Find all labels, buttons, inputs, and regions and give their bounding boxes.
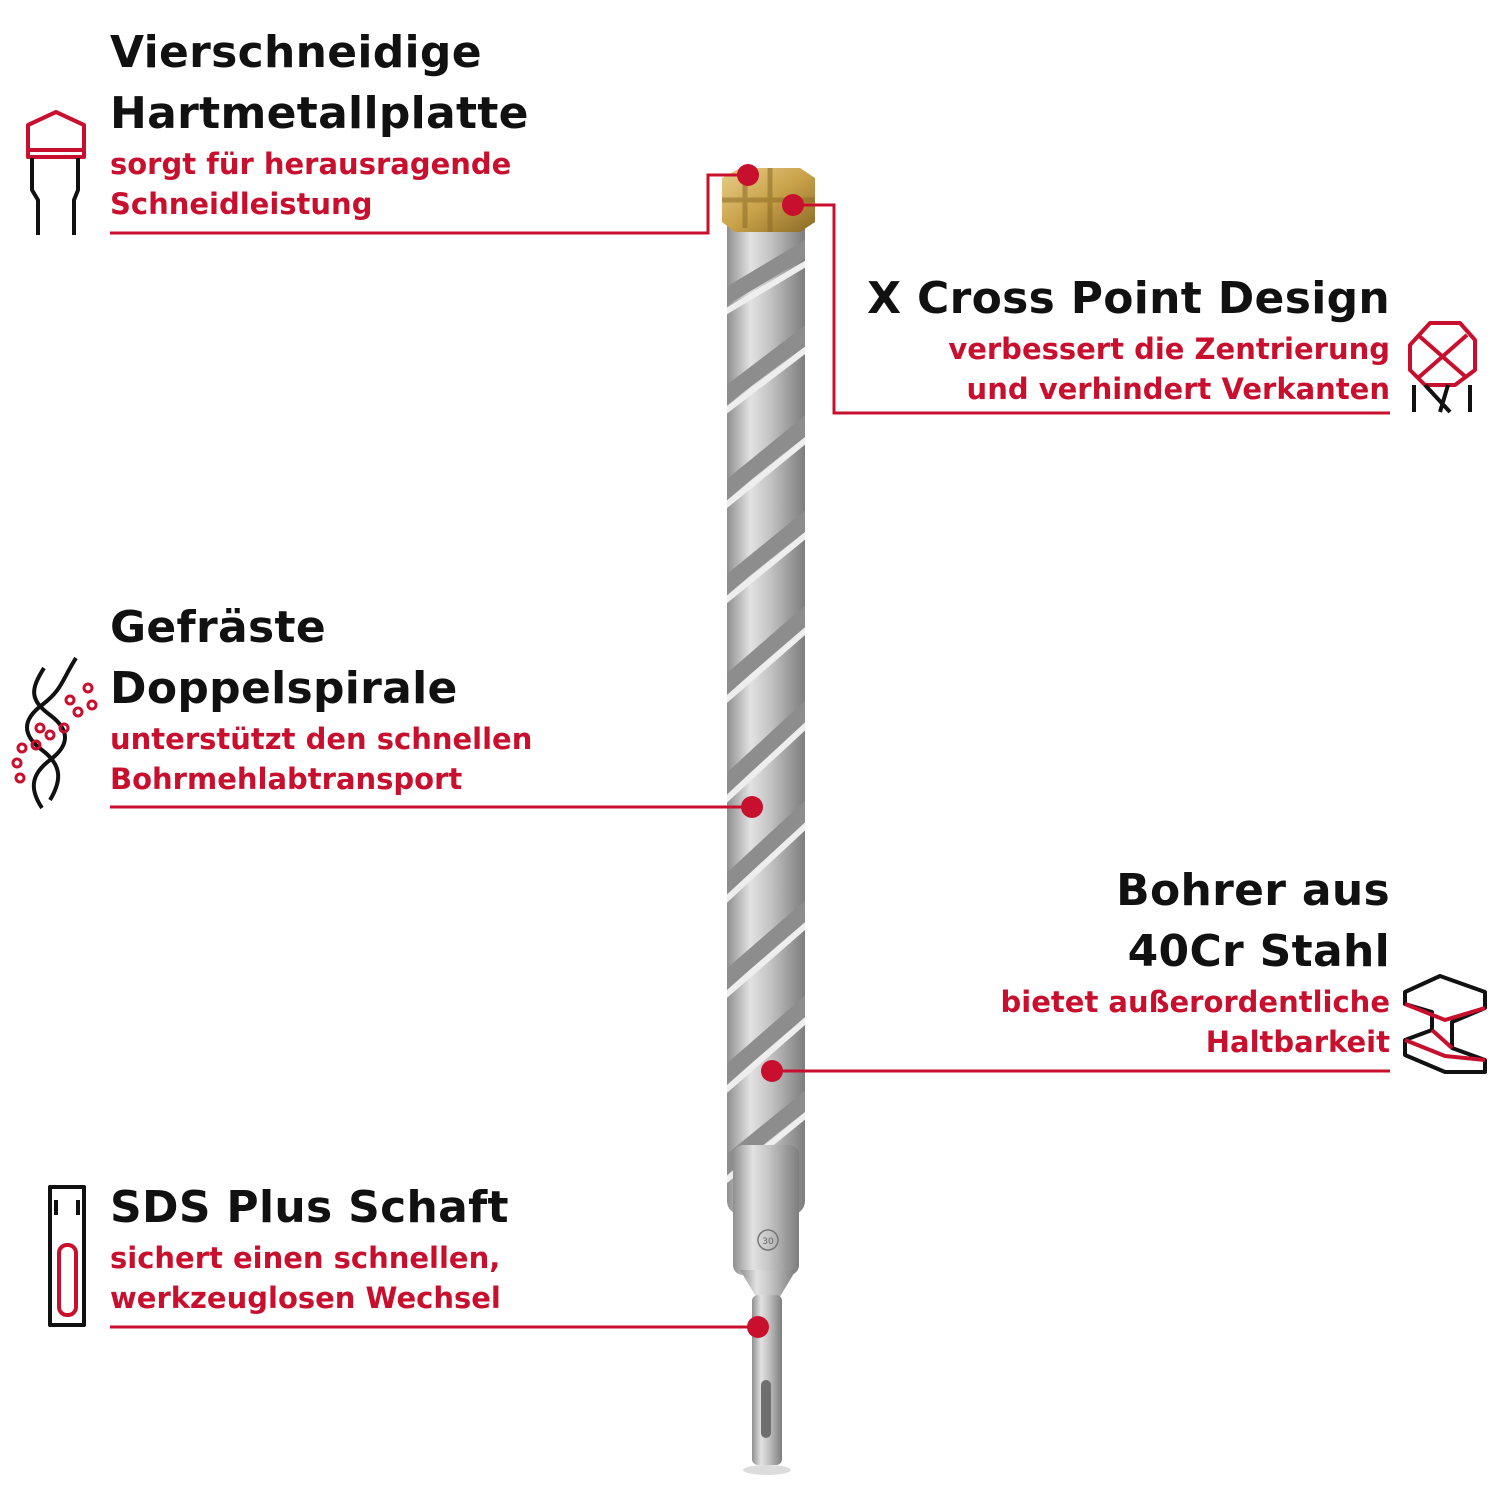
feature-title-line: Doppelspirale	[110, 663, 458, 714]
dot-cross-point	[782, 194, 804, 216]
drill-neck	[733, 1145, 799, 1275]
feature-subtitle: bietet außerordentliche Haltbarkeit	[1001, 982, 1390, 1062]
feature-double-spiral: Gefräste Doppelspirale unterstützt den s…	[110, 597, 532, 799]
double-spiral-icon	[11, 656, 98, 810]
feature-subtitle-line: werkzeuglosen Wechsel	[110, 1281, 501, 1315]
leader-dots	[737, 164, 804, 1338]
feature-subtitle-line: sorgt für herausragende	[110, 147, 512, 181]
feature-subtitle: verbessert die Zentrierung und verhinder…	[867, 329, 1390, 409]
leader-lines	[110, 173, 1390, 1329]
feature-subtitle-line: Schneidleistung	[110, 187, 373, 221]
feature-subtitle-line: sichert einen schnellen,	[110, 1241, 501, 1275]
feature-subtitle-line: Haltbarkeit	[1205, 1025, 1390, 1059]
drill-shadow	[743, 1465, 791, 1475]
leader-line-carbide	[110, 173, 748, 235]
dot-shank	[747, 1316, 769, 1338]
feature-subtitle-line: und verhindert Verkanten	[966, 372, 1390, 406]
leader-line-cross-point	[793, 203, 1390, 415]
drill-bit: 30	[722, 168, 815, 1475]
feature-title-line: Vierschneidige	[110, 27, 482, 78]
feature-title-line: X Cross Point Design	[867, 273, 1390, 324]
feature-title: Bohrer aus 40Cr Stahl	[1001, 860, 1390, 982]
dot-spiral	[741, 796, 763, 818]
feature-cross-point: X Cross Point Design verbessert die Zent…	[867, 268, 1390, 409]
feature-subtitle: unterstützt den schnellen Bohrmehlabtran…	[110, 719, 532, 799]
feature-carbide-plate: Vierschneidige Hartmetallplatte sorgt fü…	[110, 22, 529, 224]
feature-title: SDS Plus Schaft	[110, 1177, 509, 1238]
feature-title: X Cross Point Design	[867, 268, 1390, 329]
feature-subtitle-line: Bohrmehlabtransport	[110, 762, 463, 796]
dot-carbide	[737, 164, 759, 186]
feature-subtitle-line: bietet außerordentliche	[1000, 985, 1390, 1019]
feature-title-line: Hartmetallplatte	[110, 88, 529, 139]
shank-slot	[761, 1380, 771, 1438]
feature-title-line: SDS Plus Schaft	[110, 1182, 509, 1233]
drill-flutes	[727, 238, 805, 1188]
feature-subtitle-line: verbessert die Zentrierung	[948, 332, 1390, 366]
feature-sds-plus-shank: SDS Plus Schaft sichert einen schnellen,…	[110, 1177, 509, 1318]
feature-subtitle-line: unterstützt den schnellen	[110, 722, 533, 756]
steel-beam-icon	[1403, 974, 1487, 1074]
drill-taper	[740, 1270, 796, 1300]
feature-title-line: 40Cr Stahl	[1127, 926, 1390, 977]
feature-subtitle: sorgt für herausragende Schneidleistung	[110, 144, 529, 224]
feature-title-line: Bohrer aus	[1116, 865, 1390, 916]
size-marking-ring	[757, 1229, 779, 1251]
feature-title-line: Gefräste	[110, 602, 326, 653]
feature-40cr-steel: Bohrer aus 40Cr Stahl bietet außerordent…	[1001, 860, 1390, 1062]
feature-title: Gefräste Doppelspirale	[110, 597, 532, 719]
feature-title: Vierschneidige Hartmetallplatte	[110, 22, 529, 144]
dot-steel	[761, 1060, 783, 1082]
feature-subtitle: sichert einen schnellen, werkzeuglosen W…	[110, 1238, 509, 1318]
cross-point-icon	[1408, 321, 1477, 414]
carbide-tip-icon	[26, 110, 86, 235]
sds-shank-icon	[48, 1185, 86, 1327]
size-marking: 30	[762, 1237, 774, 1247]
